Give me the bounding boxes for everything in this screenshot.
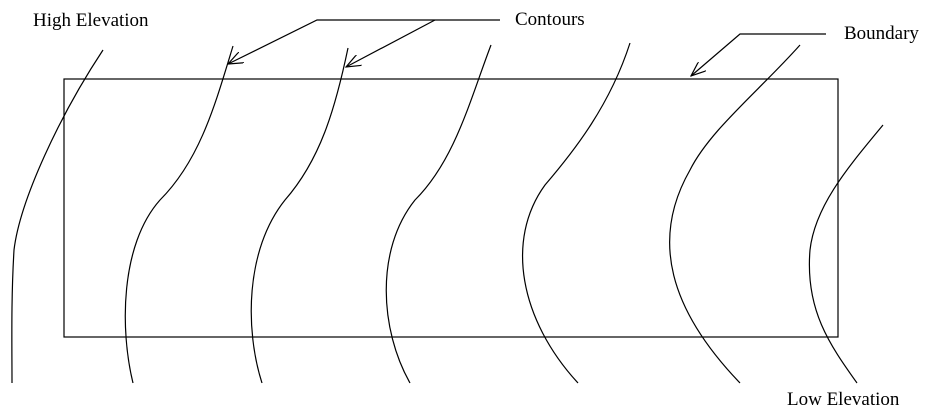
contour-line-5	[521, 42, 631, 384]
boundary-rectangle	[63, 78, 839, 338]
contour-line-7	[808, 124, 884, 384]
contour-line-1	[11, 49, 104, 384]
high-elevation-label: High Elevation	[33, 10, 149, 31]
contours-label: Contours	[515, 9, 585, 30]
contour-line-2	[124, 45, 234, 384]
contour-line-4	[385, 44, 492, 384]
contour-line-3	[250, 47, 349, 384]
boundary-leader-arrow	[691, 33, 826, 76]
contours-leader-arrow-2	[346, 19, 436, 67]
contour-line-6	[669, 44, 801, 384]
low-elevation-label: Low Elevation	[787, 389, 900, 410]
boundary-label: Boundary	[844, 23, 919, 44]
contours-leader-arrow-1	[228, 19, 500, 64]
